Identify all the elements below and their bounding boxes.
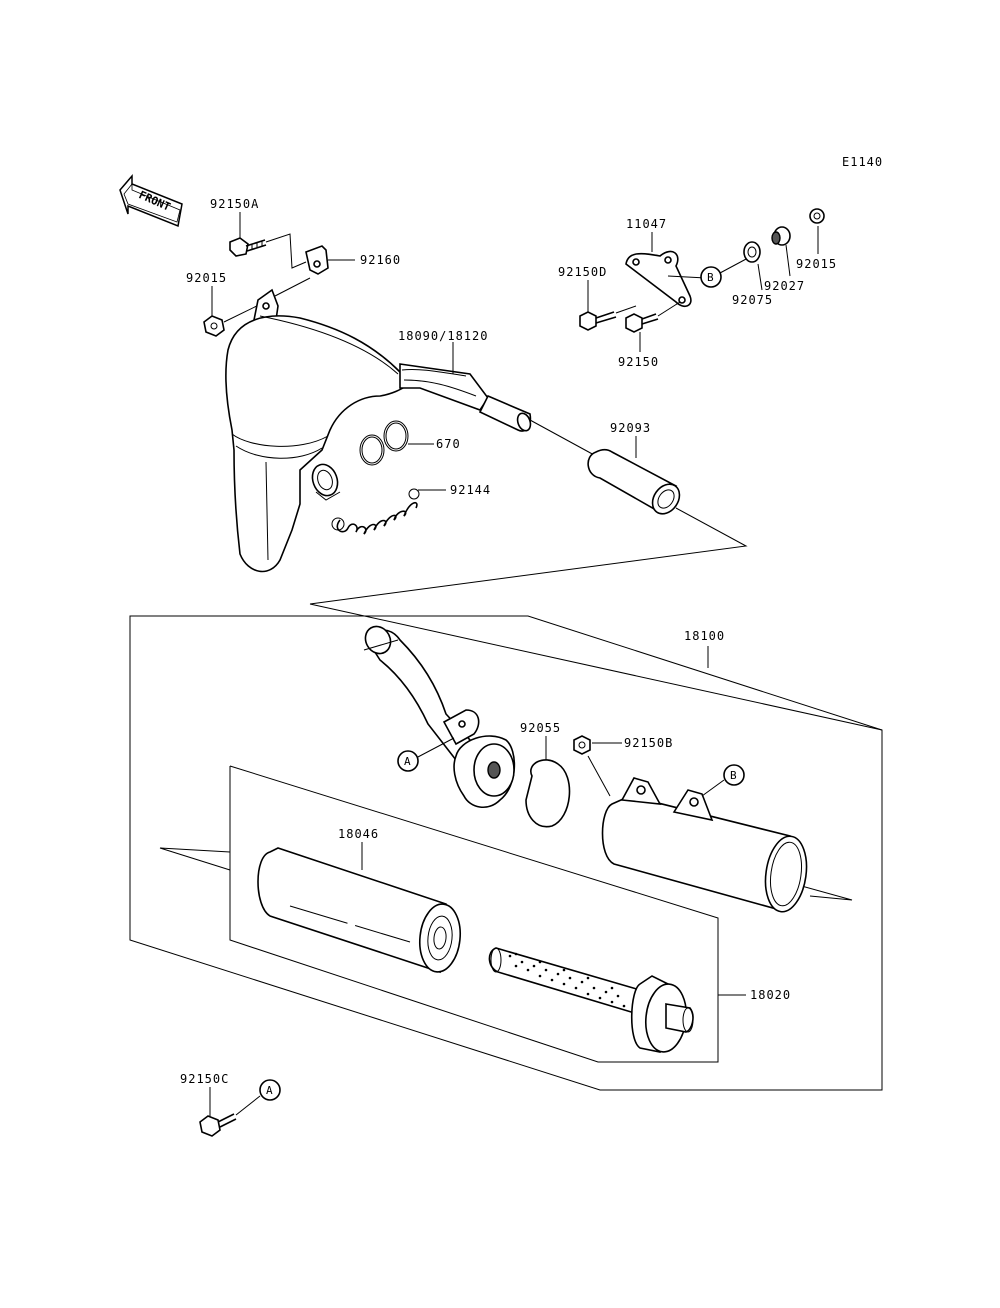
leader-line [701,779,725,797]
nut-92015-right [809,208,825,224]
leader-line [587,755,611,797]
bolt-92150D [579,311,617,331]
bolt-92150 [625,313,659,333]
leader-line [235,1095,261,1116]
part-label-92144: 92144 [450,483,491,497]
part-label-92075: 92075 [732,293,773,307]
leader-line [274,277,311,297]
bracket-92160 [305,245,329,275]
leader-line [719,257,749,274]
leader-line [785,244,791,277]
sleeve-small [311,463,341,501]
perforation-dots [508,952,626,1008]
assembly-box-18100 [129,615,883,1091]
header-pipe [363,625,516,808]
part-label-92093: 92093 [610,421,651,435]
muffler-body-18100 [601,777,808,913]
part-label-18100: 18100 [684,629,725,643]
leader-line [657,301,681,317]
svg-text:A: A [266,1084,273,1097]
leader-line [265,233,307,269]
part-label-670: 670 [436,437,461,451]
part-label-92150A: 92150A [210,197,259,211]
gasket-92055 [525,759,571,828]
part-label-92150C: 92150C [180,1072,229,1086]
part-label-92055: 92055 [520,721,561,735]
expansion-chamber-18090 [225,288,532,573]
silencer-core-18020 [488,947,694,1053]
leader-line [309,603,883,731]
sleeve-92093 [587,448,681,515]
part-label-18090: 18090/18120 [398,329,488,343]
svg-text:B: B [707,271,714,284]
leader-line [615,305,637,314]
part-label-92015-left: 92015 [186,271,227,285]
part-label-18046: 18046 [338,827,379,841]
inner-box [229,765,719,1063]
part-label-92160: 92160 [360,253,401,267]
collar-92027 [771,226,791,246]
part-label-92150D: 92150D [558,265,607,279]
part-label-92015-right: 92015 [796,257,837,271]
part-label-18020: 18020 [750,988,791,1002]
bolt-92150B [573,735,591,755]
leader-line [309,507,748,605]
bolt-92150C [199,1113,237,1137]
nut-92015-left [203,315,225,337]
bolt-92150A [229,237,267,257]
leader-line [159,847,231,871]
front-arrow-icon: FRONT [119,173,183,228]
packing-18046 [257,847,462,974]
leader-line [415,737,455,759]
o-rings-670 [359,420,409,466]
part-label-92027: 92027 [764,279,805,293]
grommet-92075 [743,241,761,263]
part-label-92150B: 92150B [624,736,673,750]
bracket-11047 [625,250,692,308]
callout-a-top: A [397,750,419,772]
part-label-92150: 92150 [618,355,659,369]
part-label-11047: 11047 [626,217,667,231]
leader-line [757,263,763,291]
callout-b-muffler: B [723,764,745,786]
leader-line [667,275,707,279]
spring-92144 [331,488,420,535]
leader-line [529,419,597,457]
svg-text:A: A [404,755,411,768]
callout-a-bottom: A [259,1079,281,1101]
callout-b-top: B [700,266,722,288]
diagram-code: E1140 [842,155,883,169]
svg-text:B: B [730,769,737,782]
